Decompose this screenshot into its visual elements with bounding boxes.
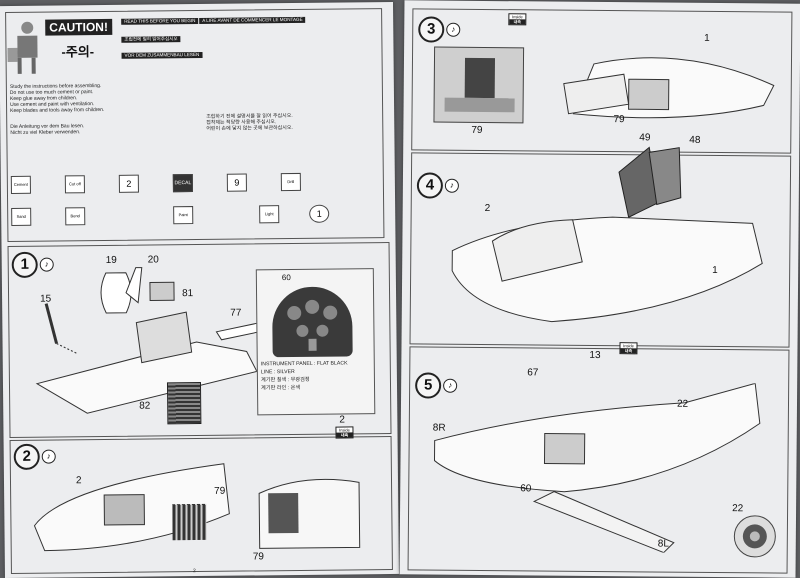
part-79-b: 79 xyxy=(613,114,625,126)
cement-icon: ♪ xyxy=(444,178,459,193)
read-before-fr: A LIRE AVANT DE COMMENCER LE MONTAGE xyxy=(199,16,306,24)
fuselage-right-drawing xyxy=(563,57,775,119)
symbol-legend: Cement Cut off 2 DECAL 9 Drill Sand Bend… xyxy=(9,172,382,238)
part-77: 77 xyxy=(230,307,242,319)
part-49: 49 xyxy=(639,132,651,144)
sand-icon: Sand xyxy=(11,207,32,226)
part-60: 60 xyxy=(520,483,532,495)
left-instruction-page: CAUTION! -주의- READ THIS BEFORE YOU BEGIN… xyxy=(0,1,399,578)
inside-tag-ko: 내측 xyxy=(336,432,353,438)
read-before-en: READ THIS BEFORE YOU BEGIN xyxy=(121,17,199,25)
cement-icon: Cement xyxy=(10,175,31,194)
instrument-panel-drawing xyxy=(271,286,353,358)
wheel-inset xyxy=(733,515,777,558)
part-20: 20 xyxy=(147,254,159,266)
cockpit-floor-drawing xyxy=(35,267,273,414)
fuselage-half-drawing xyxy=(33,463,230,552)
number-icon: 1 xyxy=(309,204,330,223)
read-before-de: VOR DEM ZUSAMMENBAU LESEN xyxy=(121,51,203,59)
paint-icon: Paint xyxy=(173,206,194,225)
part-48: 48 xyxy=(689,134,701,146)
caution-subtitle-ko: -주의- xyxy=(61,44,95,60)
caution-notes-en: Study the instructions before assembling… xyxy=(10,82,196,114)
fuselage-assembly-drawing xyxy=(451,216,763,323)
instrument-panel-color-ko: 계기판 칠색 : 무광검정 xyxy=(260,376,310,384)
part-79: 79 xyxy=(214,485,226,497)
aircraft-final-drawing xyxy=(433,382,761,554)
instrument-panel-color: INSTRUMENT PANEL : FLAT BLACK xyxy=(260,360,348,368)
part-1: 1 xyxy=(704,32,710,44)
option-icon: 9 xyxy=(226,173,247,192)
part-2: 2 xyxy=(484,202,491,215)
part-79-b: 79 xyxy=(252,551,264,563)
worker-illustration xyxy=(7,18,44,76)
cockpit-detail-drawing xyxy=(258,478,361,549)
part-1: 1 xyxy=(712,264,718,277)
decal-sheet xyxy=(172,503,207,541)
cement-icon: ♪ xyxy=(446,22,461,37)
cut-icon: Cut off xyxy=(64,175,85,194)
part-22-b: 22 xyxy=(732,503,744,515)
part-8l: 8L xyxy=(657,538,669,550)
caution-notes-ko: 조립하기 전에 설명서를 잘 읽어 주십시오. 접착제는 적당량 사용해 주십시… xyxy=(206,112,378,132)
part-22: 22 xyxy=(676,398,689,410)
lamp-icon: Light xyxy=(259,205,280,224)
seat-armor-drawing xyxy=(618,146,682,218)
step-3-number: 3 xyxy=(418,16,445,43)
inside-tag-ko: 내측 xyxy=(620,348,637,354)
part-67: 67 xyxy=(527,367,539,379)
part-82: 82 xyxy=(139,400,151,412)
page-number: 2 xyxy=(192,568,196,575)
radiator-grille xyxy=(166,381,202,425)
part-2-b: 2 xyxy=(339,414,345,426)
part-60: 60 xyxy=(281,273,291,283)
caution-title: CAUTION! xyxy=(45,18,112,36)
decal-icon: DECAL xyxy=(172,174,193,193)
read-before-ko: 조립전에 필히 읽어주십시오 xyxy=(121,36,181,43)
part-13: 13 xyxy=(589,349,601,362)
drill-icon: Drill xyxy=(280,172,301,192)
part-79: 79 xyxy=(471,124,483,136)
inside-tag-ko: 내측 xyxy=(509,19,526,25)
part-19: 19 xyxy=(105,254,117,266)
bend-icon: Bend xyxy=(65,207,86,226)
repeat-icon: 2 xyxy=(118,174,139,193)
part-81: 81 xyxy=(181,288,194,300)
instrument-line-color-ko: 계기판 라인 : 은색 xyxy=(261,384,301,392)
instrument-line-color: LINE : SILVER xyxy=(260,369,295,376)
part-15: 15 xyxy=(40,293,52,305)
step-4-number: 4 xyxy=(416,172,444,199)
caution-notes-de: Die Anleitung vor dem Bau lesen. Nicht z… xyxy=(10,122,196,136)
part-8r: 8R xyxy=(432,422,446,434)
part-2: 2 xyxy=(75,475,82,487)
cockpit-photo-inset xyxy=(433,46,525,124)
